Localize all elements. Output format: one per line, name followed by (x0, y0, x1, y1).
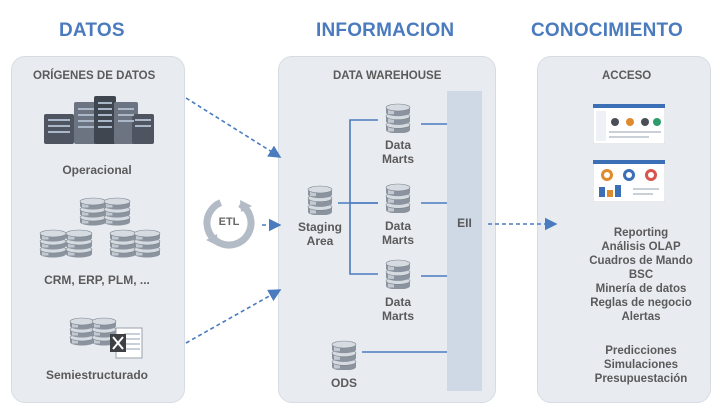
heading-informacion: INFORMACION (316, 20, 455, 41)
arrow-operacional (185, 97, 282, 158)
staging-db-icon (307, 185, 333, 215)
database-cylinder (109, 229, 137, 258)
database-cylinder (79, 197, 107, 226)
heading-datos: DATOS (59, 20, 125, 41)
mart1-line1: Data (384, 138, 411, 152)
label-crm: CRM, ERP, PLM, ... (44, 273, 150, 287)
mart2-db-icon (385, 183, 411, 213)
staging-line2: Area (306, 234, 334, 248)
access-item: BSC (628, 269, 654, 281)
database-cylinder (385, 259, 411, 289)
chart-thumbnail-icon (593, 160, 665, 202)
database-cylinder (103, 197, 131, 226)
mart2-line1: Data (384, 219, 411, 233)
mart1-db-icon (385, 103, 411, 133)
access-item: Reglas de negocio (590, 297, 692, 309)
database-cylinder (307, 185, 333, 215)
mart1-label: Data Marts (368, 138, 428, 166)
access-item: Minería de datos (595, 283, 687, 295)
staging-label: Staging Area (290, 220, 350, 248)
etl-cycle-icon (203, 197, 255, 249)
ods-db-icon (331, 340, 357, 370)
heading-conocimiento: CONOCIMIENTO (531, 20, 683, 41)
database-cylinder (133, 229, 161, 258)
access-item: Simulaciones (603, 359, 679, 371)
database-cluster-icon (39, 197, 161, 258)
sources-title: ORÍGENES DE DATOS (33, 70, 156, 82)
server-rack-icon (44, 96, 154, 144)
label-operacional: Operacional (62, 163, 132, 177)
mart3-label: Data Marts (368, 295, 428, 323)
access-title: ACCESO (602, 70, 652, 82)
access-item: Predicciones (605, 345, 677, 357)
access-item: Cuadros de Mando (589, 255, 693, 267)
database-cylinder (65, 229, 93, 258)
access-item: Presupuestación (594, 373, 688, 385)
etl-label: ETL (218, 216, 240, 228)
eii-label: EII (457, 216, 472, 230)
dashboard-thumbnail-icon (593, 104, 665, 144)
access-item: Reporting (613, 227, 669, 239)
semi-structured-icon (69, 317, 143, 359)
eii-bar (447, 91, 482, 391)
database-cylinder (385, 183, 411, 213)
database-cylinder (385, 103, 411, 133)
warehouse-title: DATA WAREHOUSE (333, 70, 442, 82)
label-semiestructurado: Semiestructurado (45, 368, 149, 382)
mart3-line1: Data (384, 295, 411, 309)
database-cylinder (39, 229, 67, 258)
arrow-semi (185, 289, 282, 344)
mart3-line2: Marts (381, 309, 414, 323)
mart-bracket-line (349, 119, 378, 275)
mart2-line2: Marts (381, 233, 414, 247)
database-cylinder (69, 317, 95, 346)
mart1-line2: Marts (381, 152, 414, 166)
excel-icon (110, 327, 143, 359)
staging-line1: Staging (298, 220, 342, 234)
ods-label: ODS (330, 376, 357, 390)
mart2-label: Data Marts (368, 219, 428, 247)
mart3-db-icon (385, 259, 411, 289)
database-cylinder (331, 340, 357, 370)
access-item: Análisis OLAP (601, 241, 681, 253)
access-item: Alertas (621, 311, 661, 323)
